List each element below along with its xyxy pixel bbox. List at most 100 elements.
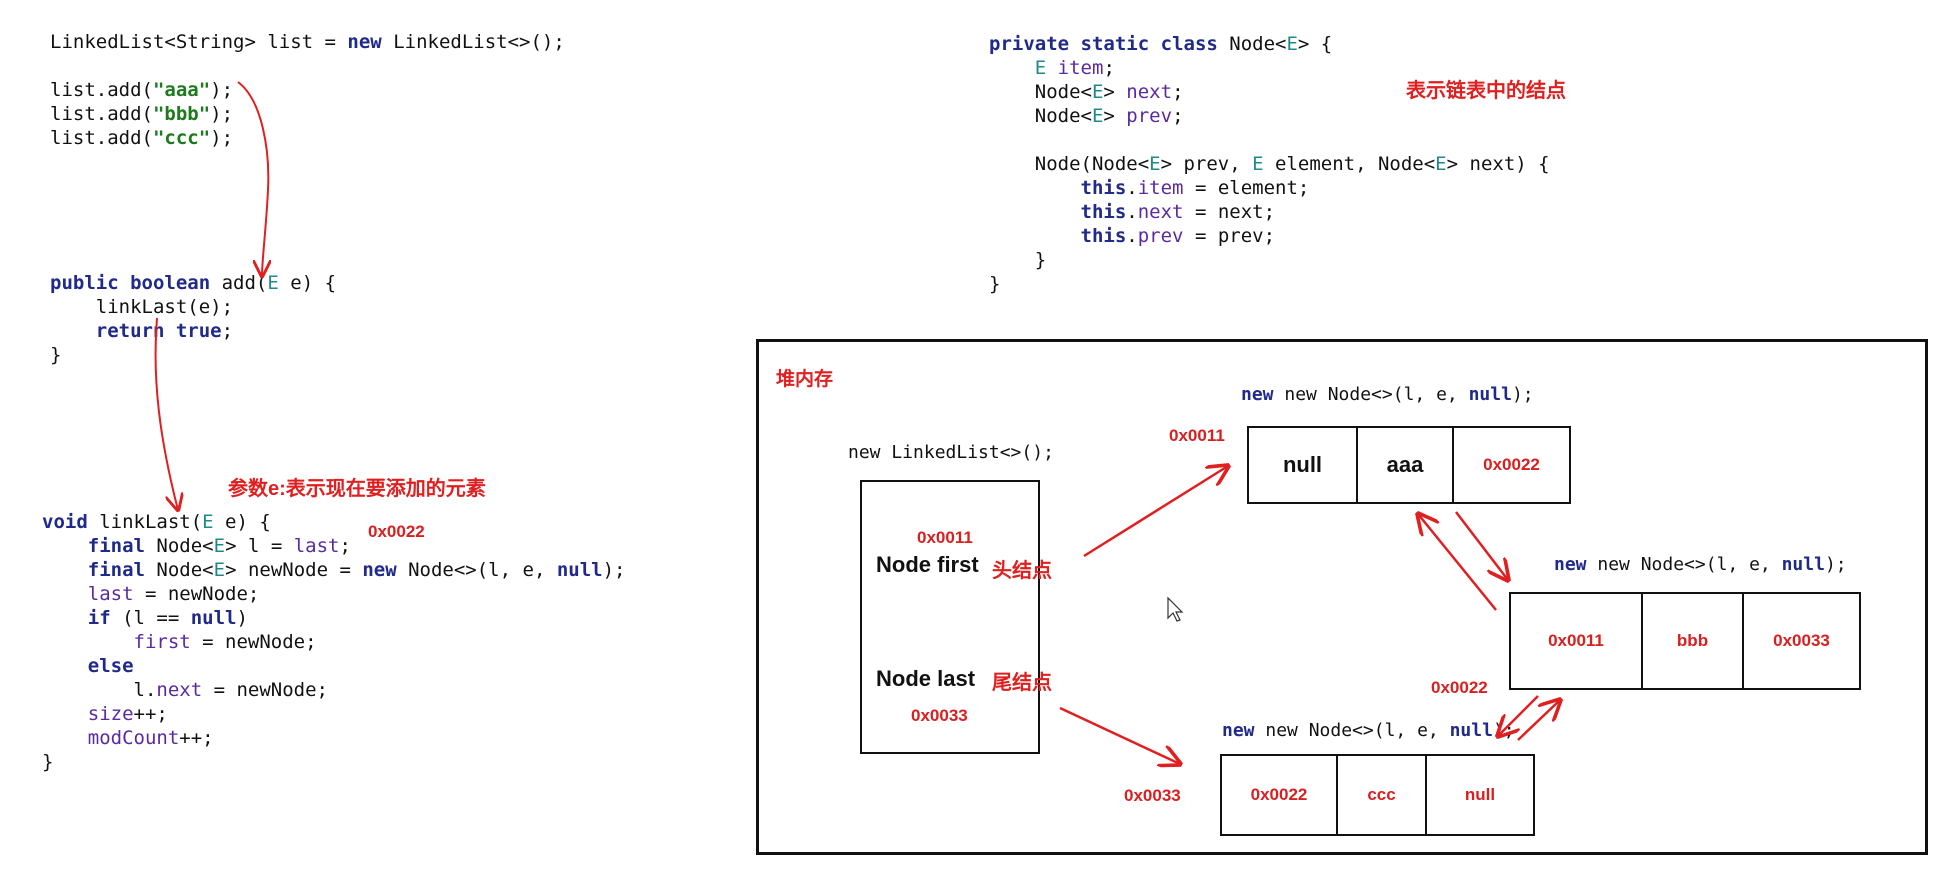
code-token: next (1126, 81, 1173, 103)
last-address: 0x0033 (911, 706, 968, 725)
first-address: 0x0011 (917, 528, 973, 547)
code-line: this.prev = prev; (989, 224, 1550, 248)
code-token: = element; (1183, 177, 1310, 199)
code-token: prev (1137, 225, 1184, 247)
code-token: new (347, 31, 382, 53)
node-aaa-prev: null (1282, 452, 1323, 477)
node-bbb-next: 0x0033 (1742, 594, 1859, 688)
code-token: element, Node< (1263, 153, 1436, 175)
last-field-label: Node last (876, 666, 976, 691)
code-token: class (1160, 33, 1218, 55)
node-bbb-item: bbb (1641, 594, 1742, 688)
node-ccc-next: null (1425, 756, 1533, 834)
ccc-prev-arrow (1517, 700, 1560, 741)
code-line: Node(Node<E> prev, E element, Node<E> ne… (989, 152, 1550, 176)
code-line: } (42, 750, 625, 774)
code-token: E (267, 272, 279, 294)
code-line: list.add("ccc"); (50, 126, 565, 150)
code-token: E (1435, 153, 1447, 175)
code-line: final Node<E> newNode = new Node<>(l, e,… (42, 558, 626, 582)
code-line: modCount++; (42, 726, 625, 750)
node-ccc-box: 0x0022 ccc null (1220, 754, 1535, 836)
code-token: = next; (1183, 201, 1276, 223)
code-token: } (42, 751, 54, 773)
code-token: this (1080, 201, 1127, 223)
first-field-label: Node first (876, 552, 979, 577)
code-token: } (989, 249, 1047, 271)
code-token: ) (236, 607, 248, 629)
code-token: modCount (87, 727, 180, 749)
bbb-next-arrow (1498, 695, 1539, 736)
code-line: last = newNode; (42, 582, 625, 606)
code-token: LinkedList<String> list = (50, 31, 348, 53)
code-token: > newNode = (225, 559, 363, 581)
head-node-note: 头结点 (992, 560, 1052, 582)
code-token: E (213, 535, 226, 557)
code-token: = newNode; (190, 631, 317, 653)
code-token: null (190, 607, 237, 629)
code-token: new (362, 559, 397, 581)
code-token: first (133, 631, 191, 653)
code-token: "ccc" (152, 127, 211, 149)
code-line: size++; (42, 702, 625, 726)
code-token: ; (339, 535, 351, 557)
call-arrow-linklast (154, 317, 178, 510)
code-token: ); (210, 103, 234, 125)
code-token: null (556, 559, 603, 581)
code-token: if (87, 607, 111, 629)
node-ccc-address: 0x0033 (1124, 786, 1181, 805)
code-line: first = newNode; (42, 630, 625, 654)
code-token: ; (221, 320, 234, 342)
code-node-class: private static class Node<E> { E item; N… (989, 32, 1550, 296)
code-linklast-method: void linkLast(E e) { final Node<E> l = l… (42, 510, 625, 774)
code-token: Node<>(l, e, (396, 559, 557, 581)
code-line: private static class Node<E> { (989, 32, 1550, 56)
code-token: this (1080, 225, 1127, 247)
code-line: list.add("bbb"); (50, 102, 565, 126)
code-token: return (95, 320, 165, 342)
code-token: E (1091, 105, 1104, 127)
node-bbb-prev: 0x0011 (1548, 631, 1604, 650)
code-line: } (50, 343, 336, 367)
node-bbb-box: 0x0011 bbb 0x0033 (1509, 592, 1861, 690)
code-line: } (989, 272, 1550, 296)
code-line: LinkedList<String> list = new LinkedList… (50, 30, 565, 54)
code-token: . (1126, 177, 1138, 199)
code-line: Node<E> next; (989, 80, 1550, 104)
aaa-next-arrow (1455, 511, 1508, 580)
node-aaa-next: 0x0022 (1452, 428, 1569, 502)
node-ccc-prev: 0x0022 (1250, 785, 1308, 804)
code-token: item (1137, 177, 1184, 199)
code-token: } (989, 273, 1001, 295)
code-token: linkLast(e); (50, 296, 234, 318)
heap-title: 堆内存 (776, 369, 834, 390)
code-token: ; (1103, 57, 1115, 79)
call-arrow-list-add (237, 81, 268, 276)
node-aaa-box: null aaa 0x0022 (1247, 426, 1571, 504)
node-bbb-label: new new Node<>(l, e, null); (1554, 554, 1847, 575)
code-line: final Node<E> l = last; (42, 534, 625, 558)
code-token: Node< (1217, 33, 1287, 55)
code-token: ; (1172, 81, 1184, 103)
code-token: prev (1126, 105, 1173, 127)
code-token: > next) { (1446, 153, 1550, 175)
code-token: e) { (278, 272, 337, 294)
code-token: void (42, 511, 88, 533)
code-token: > { (1297, 33, 1333, 55)
code-token: "bbb" (152, 103, 211, 125)
code-token: ); (210, 79, 234, 101)
code-token: E (1252, 153, 1264, 175)
code-line: list.add("aaa"); (50, 78, 565, 102)
code-token: ; (1172, 105, 1184, 127)
code-token: "aaa" (152, 79, 211, 101)
node-ccc-item: ccc (1336, 756, 1425, 834)
heap-memory-panel (756, 339, 1928, 855)
code-line: Node<E> prev; (989, 104, 1550, 128)
code-token: E (202, 511, 214, 533)
code-line: return true; (50, 319, 336, 343)
code-token: E (1149, 153, 1161, 175)
code-token: l. (42, 679, 157, 701)
code-token: } (50, 344, 62, 366)
code-token: item (1057, 57, 1104, 79)
